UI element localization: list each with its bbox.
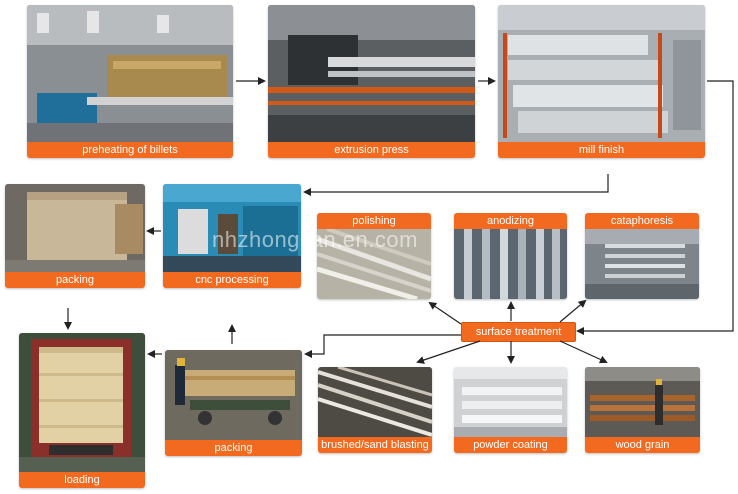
arrow-surface-to-polishing [430, 303, 461, 324]
arrow-surface-to-wood [560, 341, 606, 362]
arrow-surface-to-cataphoresis [560, 301, 585, 322]
arrow-mill-to-surface [578, 81, 733, 331]
arrow-mill-to-cnc [305, 174, 608, 192]
arrow-surface-to-brushed [418, 341, 480, 362]
arrow-surface-to-packing [306, 335, 461, 354]
